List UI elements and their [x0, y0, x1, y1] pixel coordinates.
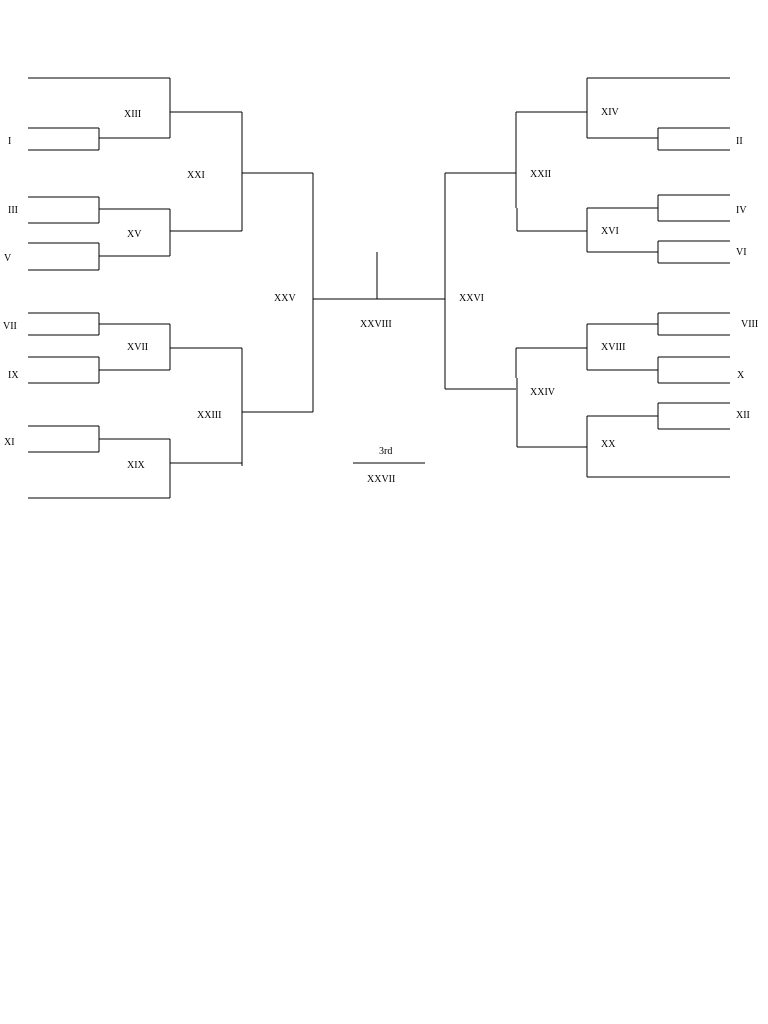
match-label-20: XX: [601, 439, 616, 450]
match-label-16: XVI: [601, 226, 619, 237]
match-label-19: XIX: [127, 460, 146, 471]
seed-label-11: XI: [4, 437, 15, 448]
match-labels: XIII XIV XV XVI XVII XVIII XIX XX XXI XX…: [124, 107, 625, 485]
seed-label-5: V: [4, 253, 12, 264]
bracket-lines: [28, 77, 730, 499]
seed-label-9: IX: [8, 370, 19, 381]
seed-label-7: VII: [3, 321, 17, 332]
match-label-22: XXII: [530, 169, 551, 180]
match-label-27: XXVII: [367, 474, 395, 485]
match-label-28: XXVIII: [360, 319, 392, 330]
seed-label-4: IV: [736, 205, 747, 216]
match-label-23: XXIII: [197, 410, 221, 421]
seed-label-1: I: [8, 136, 11, 147]
match-label-21: XXI: [187, 170, 205, 181]
match-label-25: XXV: [274, 293, 296, 304]
seed-labels: I II III IV V VI VII VIII IX X XI XII: [3, 136, 758, 448]
seed-label-10: X: [737, 370, 745, 381]
match-label-14: XIV: [601, 107, 620, 118]
match-label-15: XV: [127, 229, 142, 240]
match-label-24: XXIV: [530, 387, 556, 398]
seed-label-2: II: [736, 136, 743, 147]
seed-label-6: VI: [736, 247, 747, 258]
third-place-label: 3rd: [379, 446, 392, 457]
match-label-17: XVII: [127, 342, 148, 353]
match-label-18: XVIII: [601, 342, 625, 353]
seed-label-12: XII: [736, 410, 750, 421]
match-label-26: XXVI: [459, 293, 484, 304]
seed-label-8: VIII: [741, 319, 758, 330]
seed-label-3: III: [8, 205, 18, 216]
match-label-13: XIII: [124, 109, 141, 120]
